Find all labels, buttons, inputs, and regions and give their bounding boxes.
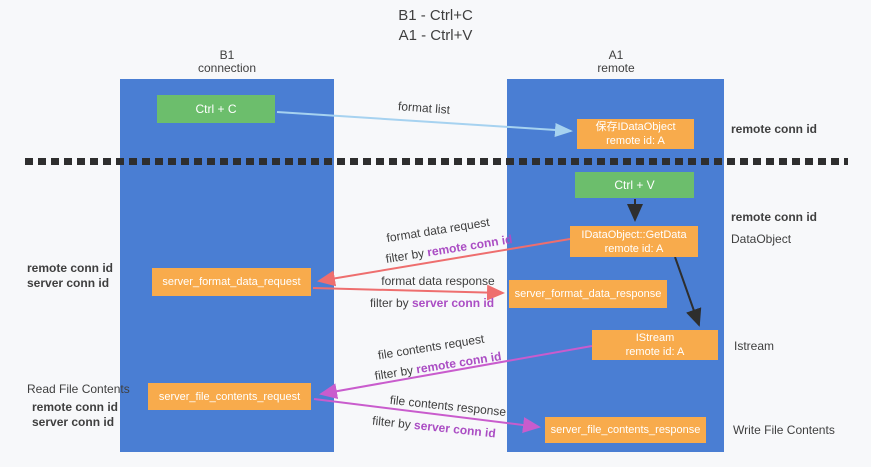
- diagram-title: B1 - Ctrl+C A1 - Ctrl+V: [0, 6, 871, 46]
- server-file-contents-request-box: server_file_contents_request: [148, 383, 311, 410]
- server-file-contents-response-label: server_file_contents_response: [550, 424, 701, 436]
- server-conn-id-left-label-1: server conn id: [27, 276, 110, 290]
- istream-side-label: Istream: [734, 339, 775, 353]
- istream-box: IStream remote id: A: [592, 330, 718, 360]
- istream-subtitle: remote id: A: [625, 346, 685, 358]
- save-idataobject-title: 保存IDataObject: [595, 121, 676, 133]
- idataobject-getdata-box: IDataObject::GetData remote id: A: [570, 226, 698, 257]
- left-column-role: connection: [197, 61, 257, 75]
- left-column-name: B1: [219, 48, 235, 62]
- file-contents-response-label: file contents response: [389, 392, 507, 420]
- right-column-role: remote: [597, 61, 635, 75]
- filter-by-text: filter by: [369, 296, 412, 310]
- remote-conn-id-side-label-top: remote conn id: [731, 122, 818, 136]
- arrow-format-data-response: [312, 284, 505, 301]
- read-file-contents-side-label: Read File Contents: [27, 382, 130, 396]
- server-format-data-response-box: server_format_data_response: [509, 280, 667, 308]
- format-list-label: format list: [397, 99, 451, 117]
- remote-conn-id-left-label-1: remote conn id: [27, 261, 114, 275]
- dashed-divider: [25, 158, 848, 165]
- server-conn-id-text: server conn id: [413, 417, 497, 441]
- server-conn-id-left-label-2: server conn id: [32, 415, 115, 429]
- remote-conn-id-left-label-2: remote conn id: [32, 400, 119, 414]
- ctrl-c-box: Ctrl + C: [157, 95, 275, 123]
- server-format-data-response-label: server_format_data_response: [514, 288, 662, 300]
- idataobject-getdata-title: IDataObject::GetData: [581, 228, 687, 241]
- title-line-2: A1 - Ctrl+V: [398, 27, 473, 44]
- write-file-contents-side-label: Write File Contents: [733, 423, 835, 437]
- save-idataobject-box: 保存IDataObject remote id: A: [577, 119, 694, 149]
- dataobject-side-label: DataObject: [731, 232, 792, 246]
- right-column-header: A1 remote: [556, 49, 676, 75]
- server-file-contents-response-box: server_file_contents_response: [545, 417, 706, 443]
- ctrl-v-box: Ctrl + V: [575, 172, 694, 198]
- remote-conn-id-side-label-mid: remote conn id: [731, 210, 818, 224]
- server-format-data-request-label: server_format_data_request: [162, 276, 301, 288]
- idataobject-getdata-subtitle: remote id: A: [604, 242, 664, 255]
- title-line-1: B1 - Ctrl+C: [398, 7, 473, 24]
- filter-by-text: filter by: [384, 245, 429, 266]
- istream-title: IStream: [635, 332, 675, 344]
- filter-by-server-conn-id-label-1: filter by server conn id: [370, 296, 494, 310]
- server-conn-id-text: server conn id: [411, 296, 495, 310]
- left-column-header: B1 connection: [167, 49, 287, 75]
- filter-by-text: filter by: [373, 362, 418, 383]
- server-format-data-request-box: server_format_data_request: [152, 268, 311, 296]
- format-data-response-label: format data response: [381, 274, 495, 288]
- server-file-contents-request-label: server_file_contents_request: [158, 390, 301, 403]
- ctrl-c-label: Ctrl + C: [195, 102, 237, 116]
- right-column-name: A1: [608, 48, 624, 62]
- save-idataobject-subtitle: remote id: A: [606, 135, 665, 147]
- filter-by-server-conn-id-label-2: filter by server conn id: [372, 414, 497, 441]
- filter-by-text: filter by: [371, 413, 415, 432]
- ctrl-v-label: Ctrl + V: [614, 178, 655, 192]
